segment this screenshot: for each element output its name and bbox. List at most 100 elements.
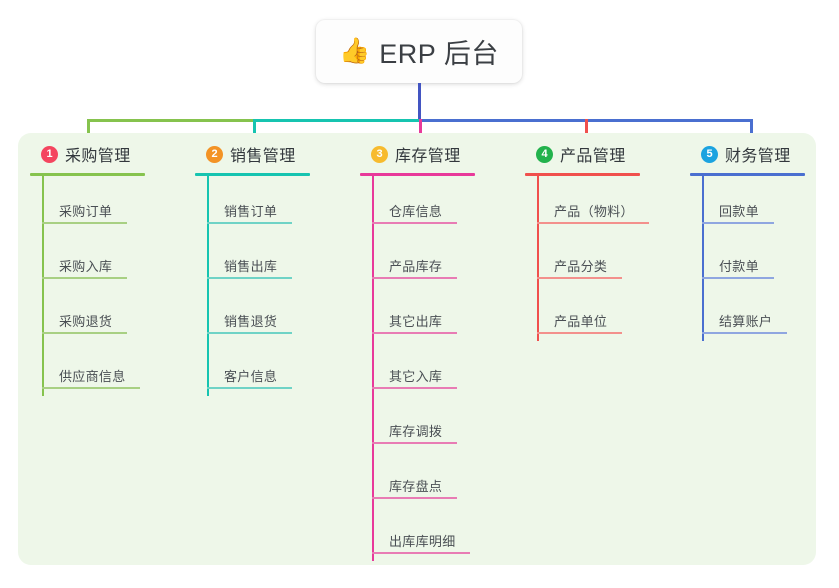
menu-item-label: 库存盘点 xyxy=(389,479,443,494)
menu-item[interactable]: 仓库信息 xyxy=(360,176,475,231)
menu-item-label: 采购订单 xyxy=(59,204,113,219)
menu-item-rule xyxy=(372,442,457,444)
menu-item-rule xyxy=(372,277,457,279)
menu-item-rule xyxy=(42,222,127,224)
menu-item-label: 结算账户 xyxy=(719,314,773,329)
menu-item[interactable]: 采购订单 xyxy=(30,176,145,231)
thumbs-up-icon: 👍 xyxy=(339,37,371,65)
menu-item-rule xyxy=(372,332,457,334)
column-title: 销售管理 xyxy=(230,148,296,165)
menu-item[interactable]: 销售出库 xyxy=(195,231,310,286)
menu-item-rule xyxy=(207,387,292,389)
menu-item-rule xyxy=(537,222,649,224)
column-trunk-line xyxy=(372,176,374,561)
menu-item-rule xyxy=(207,222,292,224)
menu-item-label: 产品分类 xyxy=(554,259,608,274)
menu-item-label: 销售出库 xyxy=(224,259,278,274)
menu-item-label: 出库库明细 xyxy=(389,534,456,549)
menu-item[interactable]: 客户信息 xyxy=(195,341,310,396)
column-drop-line-4 xyxy=(585,119,588,144)
column-items: 仓库信息产品库存其它出库其它入库库存调拨库存盘点出库库明细 xyxy=(360,176,475,561)
menu-item-rule xyxy=(372,552,470,554)
column-items: 产品（物料） 产品分类产品单位 xyxy=(525,176,649,341)
column-drop-line-1 xyxy=(87,119,90,144)
menu-item-rule xyxy=(372,497,457,499)
menu-item-rule xyxy=(537,277,622,279)
column-header-rule xyxy=(690,173,805,176)
menu-item[interactable]: 产品单位 xyxy=(525,286,640,341)
column-number-badge: 5 xyxy=(701,145,718,163)
menu-item-label: 产品单位 xyxy=(554,314,608,329)
column-drop-line-3 xyxy=(419,119,422,144)
menu-item-rule xyxy=(207,277,292,279)
column-header-rule xyxy=(360,173,475,176)
root-drop-line xyxy=(418,83,421,122)
menu-item-label: 采购退货 xyxy=(59,314,113,329)
menu-item-label: 供应商信息 xyxy=(59,369,126,384)
column-header-rule xyxy=(30,173,145,176)
menu-item[interactable]: 其它入库 xyxy=(360,341,475,396)
column-number-badge: 3 xyxy=(371,145,388,163)
menu-item-label: 客户信息 xyxy=(224,369,278,384)
menu-item-label: 采购入库 xyxy=(59,259,113,274)
menu-item-label: 产品（物料） xyxy=(554,204,634,219)
menu-item[interactable]: 销售退货 xyxy=(195,286,310,341)
menu-item-label: 销售订单 xyxy=(224,204,278,219)
menu-item[interactable]: 销售订单 xyxy=(195,176,310,231)
menu-item[interactable]: 产品分类 xyxy=(525,231,640,286)
column-items: 采购订单采购入库采购退货供应商信息 xyxy=(30,176,145,396)
module-column-2: 2 销售管理销售订单销售出库销售退货客户信息 xyxy=(195,142,310,396)
bus-segment-2 xyxy=(253,119,420,122)
menu-item[interactable]: 付款单 xyxy=(690,231,805,286)
column-items: 销售订单销售出库销售退货客户信息 xyxy=(195,176,310,396)
column-number-badge: 4 xyxy=(536,145,553,163)
column-trunk-line xyxy=(702,176,704,341)
modules-panel xyxy=(18,133,816,565)
menu-item[interactable]: 供应商信息 xyxy=(30,341,145,396)
menu-item-label: 付款单 xyxy=(719,259,759,274)
root-node-card[interactable]: 👍 ERP 后台 xyxy=(316,20,522,83)
menu-item[interactable]: 库存盘点 xyxy=(360,451,475,506)
menu-item[interactable]: 库存调拨 xyxy=(360,396,475,451)
menu-item-label: 其它出库 xyxy=(389,314,443,329)
menu-item-rule xyxy=(372,222,457,224)
column-header-rule xyxy=(525,173,640,176)
menu-item[interactable]: 结算账户 xyxy=(690,286,805,341)
column-header-rule xyxy=(195,173,310,176)
column-header-3[interactable]: 3 库存管理 xyxy=(360,142,475,166)
root-node-title: ERP 后台 xyxy=(379,39,499,69)
column-title: 采购管理 xyxy=(65,148,131,165)
bus-segment-4 xyxy=(585,119,752,122)
menu-item-label: 其它入库 xyxy=(389,369,443,384)
column-items: 回款单付款单结算账户 xyxy=(690,176,805,341)
menu-item[interactable]: 采购退货 xyxy=(30,286,145,341)
menu-item-rule xyxy=(537,332,622,334)
menu-item-rule xyxy=(702,222,774,224)
menu-item-rule xyxy=(372,387,457,389)
menu-item[interactable]: 回款单 xyxy=(690,176,805,231)
column-header-2[interactable]: 2 销售管理 xyxy=(195,142,310,166)
menu-item[interactable]: 产品库存 xyxy=(360,231,475,286)
menu-item-rule xyxy=(42,387,140,389)
menu-item-rule xyxy=(207,332,292,334)
column-drop-line-5 xyxy=(750,119,753,144)
menu-item-rule xyxy=(42,277,127,279)
column-title: 财务管理 xyxy=(725,148,791,165)
menu-item-label: 库存调拨 xyxy=(389,424,443,439)
column-title: 库存管理 xyxy=(395,148,461,165)
column-header-5[interactable]: 5 财务管理 xyxy=(690,142,805,166)
menu-item[interactable]: 其它出库 xyxy=(360,286,475,341)
menu-item[interactable]: 出库库明细 xyxy=(360,506,475,561)
menu-item[interactable]: 产品（物料） xyxy=(525,176,649,231)
menu-item-rule xyxy=(42,332,127,334)
menu-item-label: 仓库信息 xyxy=(389,204,443,219)
module-column-3: 3 库存管理仓库信息产品库存其它出库其它入库库存调拨库存盘点出库库明细 xyxy=(360,142,475,561)
menu-item-rule xyxy=(702,277,774,279)
menu-item[interactable]: 采购入库 xyxy=(30,231,145,286)
module-column-5: 5 财务管理回款单付款单结算账户 xyxy=(690,142,805,341)
column-number-badge: 2 xyxy=(206,145,223,163)
